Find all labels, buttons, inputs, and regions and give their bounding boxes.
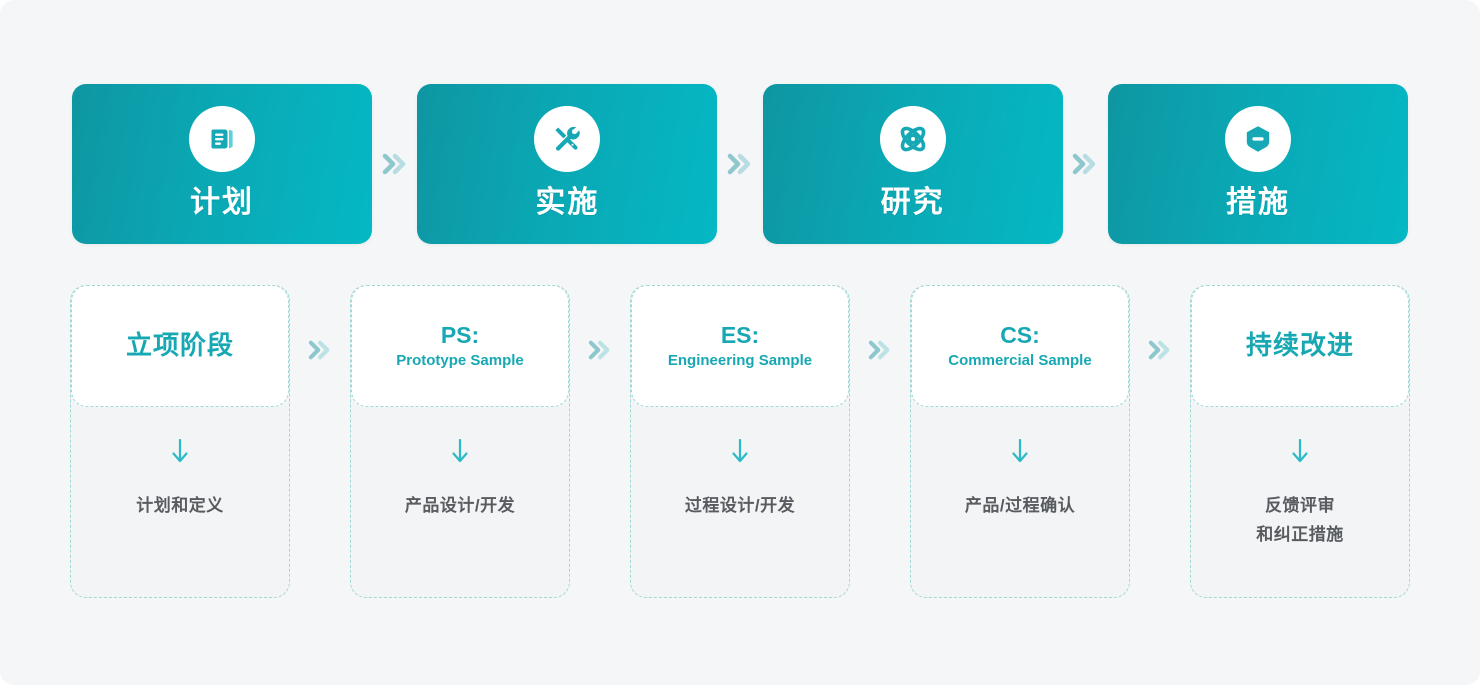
stage-column-prototype-sample[interactable]: PS: Prototype Sample 产品设计/开发 xyxy=(350,285,570,598)
separator-chevron-3 xyxy=(1063,84,1108,244)
stage-column-continuous-improvement[interactable]: 持续改进 反馈评审 和纠正措施 xyxy=(1190,285,1410,598)
phase-banner-row: 计划 实施 xyxy=(72,84,1408,244)
stage-subtitle: Engineering Sample xyxy=(667,351,813,369)
stage-description: 过程设计/开发 xyxy=(684,496,796,515)
atom-icon xyxy=(879,106,946,172)
stage-header: 立项阶段 xyxy=(71,285,289,407)
phase-card-research[interactable]: 研究 xyxy=(762,84,1063,244)
phase-label: 计划 xyxy=(190,186,254,219)
separator-chevron-5 xyxy=(570,285,630,598)
phase-label: 措施 xyxy=(1225,186,1290,219)
separator-chevron-2 xyxy=(717,84,762,244)
phase-label: 研究 xyxy=(880,186,945,219)
stage-header: CS: Commercial Sample xyxy=(911,285,1129,407)
stage-description: 计划和定义 xyxy=(136,496,224,515)
arrow-down-icon xyxy=(1010,438,1030,470)
stage-description: 反馈评审 和纠正措施 xyxy=(1256,496,1344,545)
stage-abbreviation: PS: xyxy=(440,321,480,348)
stage-column-project-initiation[interactable]: 立项阶段 计划和定义 xyxy=(70,285,290,598)
phase-card-implement[interactable]: 实施 xyxy=(417,84,718,244)
separator-chevron-7 xyxy=(1130,285,1190,598)
separator-chevron-4 xyxy=(290,285,350,598)
stage-title: 立项阶段 xyxy=(125,330,234,361)
stage-description: 产品设计/开发 xyxy=(404,496,516,515)
stage-title: 持续改进 xyxy=(1245,330,1354,361)
stage-subtitle: Prototype Sample xyxy=(396,351,524,369)
phase-label: 实施 xyxy=(535,186,600,219)
stage-column-engineering-sample[interactable]: ES: Engineering Sample 过程设计/开发 xyxy=(630,285,850,598)
arrow-down-icon xyxy=(1290,438,1310,470)
stage-column-row: 立项阶段 计划和定义 PS: Prototype Sample xyxy=(70,285,1410,598)
stage-column-commercial-sample[interactable]: CS: Commercial Sample 产品/过程确认 xyxy=(910,285,1130,598)
stage-subtitle: Commercial Sample xyxy=(948,351,1092,369)
arrow-down-icon xyxy=(170,438,190,470)
phase-card-measures[interactable]: 措施 xyxy=(1107,84,1408,244)
stage-header: 持续改进 xyxy=(1191,285,1409,407)
stage-abbreviation: CS: xyxy=(1000,321,1040,348)
separator-chevron-1 xyxy=(372,84,417,244)
tools-icon xyxy=(534,106,601,172)
arrow-down-icon xyxy=(730,438,750,470)
stage-abbreviation: ES: xyxy=(720,321,760,348)
stage-header: PS: Prototype Sample xyxy=(351,285,569,407)
notebook-icon xyxy=(189,106,255,172)
shield-minus-icon xyxy=(1224,106,1291,172)
separator-chevron-6 xyxy=(850,285,910,598)
stage-header: ES: Engineering Sample xyxy=(631,285,849,407)
arrow-down-icon xyxy=(450,438,470,470)
stage-description: 产品/过程确认 xyxy=(964,496,1076,515)
phase-card-plan[interactable]: 计划 xyxy=(72,84,372,244)
